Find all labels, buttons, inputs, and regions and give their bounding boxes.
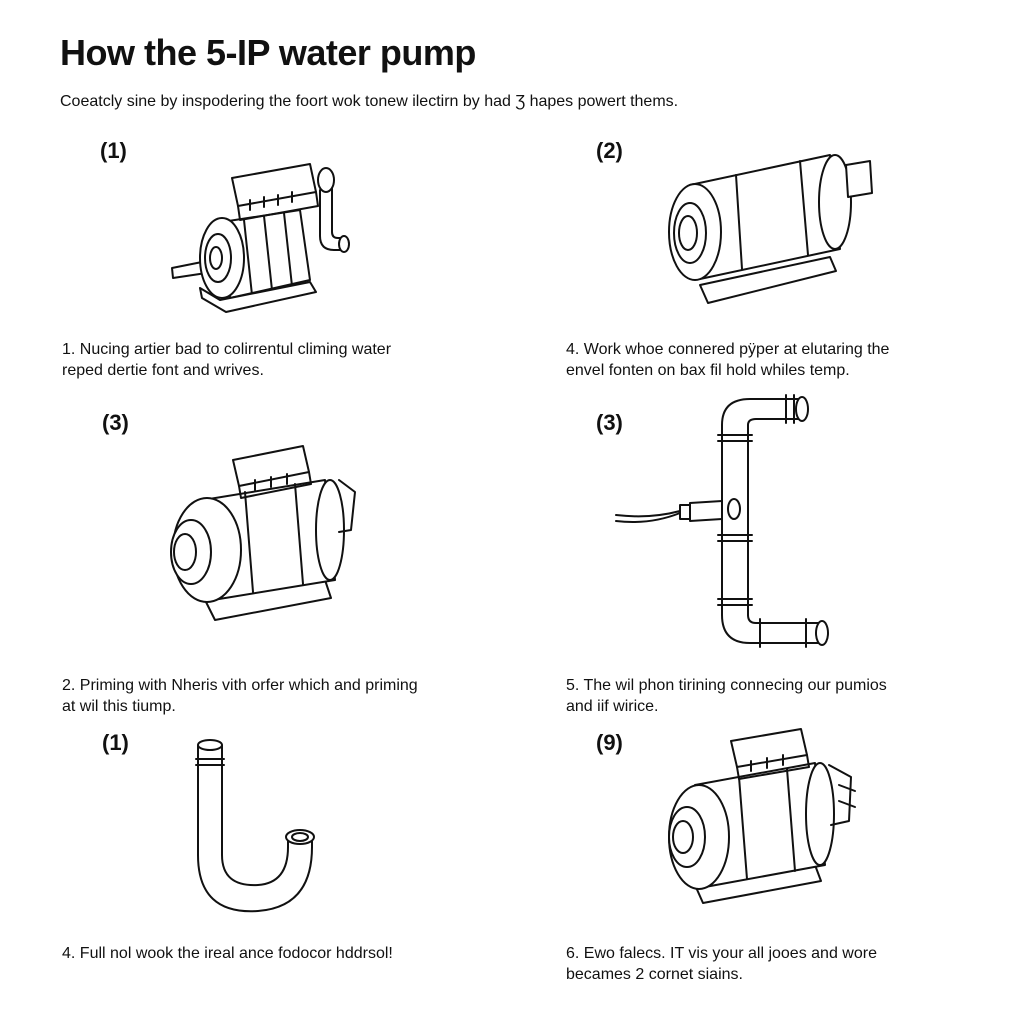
step-2-caption-line-2: envel fonten on bax fil hold whiles temp… (566, 362, 850, 379)
step-3-caption: 2. Priming with Nheris vith orfer which … (62, 675, 418, 717)
step-1-caption: 1. Nucing artier bad to colirrentul clim… (62, 339, 391, 381)
step-5-number: (1) (102, 730, 129, 755)
step-3-caption-line-1: 2. Priming with Nheris vith orfer which … (62, 677, 418, 694)
step-1-caption-line-2: reped dertie font and wrives. (62, 362, 264, 379)
pipe-assembly-icon (610, 385, 845, 655)
step-1-caption-line-1: 1. Nucing artier bad to colirrentul clim… (62, 341, 392, 358)
step-5-caption: 4. Full nol wook the ireal ance fodocor … (62, 943, 393, 964)
step-3-caption-line-2: at wil this tiump. (62, 698, 176, 715)
step-2-caption: 4. Work whoe connered pÿper at elutaring… (566, 339, 889, 381)
step-4-caption-line-1: 5. The wil phon tirining connecing our p… (566, 677, 887, 694)
pump-motor-icon (655, 725, 865, 910)
step-6-number: (9) (596, 730, 623, 755)
u-bend-pipe-icon (180, 735, 330, 920)
page-subtitle: Coeatcly sine by inspodering the foort w… (60, 93, 679, 110)
step-4-number: (3) (596, 410, 623, 435)
step-1-number: (1) (100, 138, 127, 163)
pump-motor-with-base-icon (650, 145, 875, 310)
step-2-number: (2) (596, 138, 623, 163)
step-3-number: (3) (102, 410, 129, 435)
centrifugal-pump-icon (155, 440, 360, 640)
step-4-caption: 5. The wil phon tirining connecing our p… (566, 675, 887, 717)
step-5-caption-line-1: 4. Full nol wook the ireal ance fodocor … (62, 945, 393, 962)
step-6-caption-line-1: 6. Ewo falecs. IT vis your all jooes and… (566, 945, 877, 962)
page-title: How the 5-IP water pump (60, 32, 476, 73)
pump-motor-with-shaft-icon (160, 140, 360, 315)
step-2-caption-line-1: 4. Work whoe connered pÿper at elutaring… (566, 341, 890, 358)
step-6-caption: 6. Ewo falecs. IT vis your all jooes and… (566, 943, 877, 985)
step-4-caption-line-2: and iif wirice. (566, 698, 659, 715)
step-6-caption-line-2: becames 2 cornet siains. (566, 966, 743, 983)
